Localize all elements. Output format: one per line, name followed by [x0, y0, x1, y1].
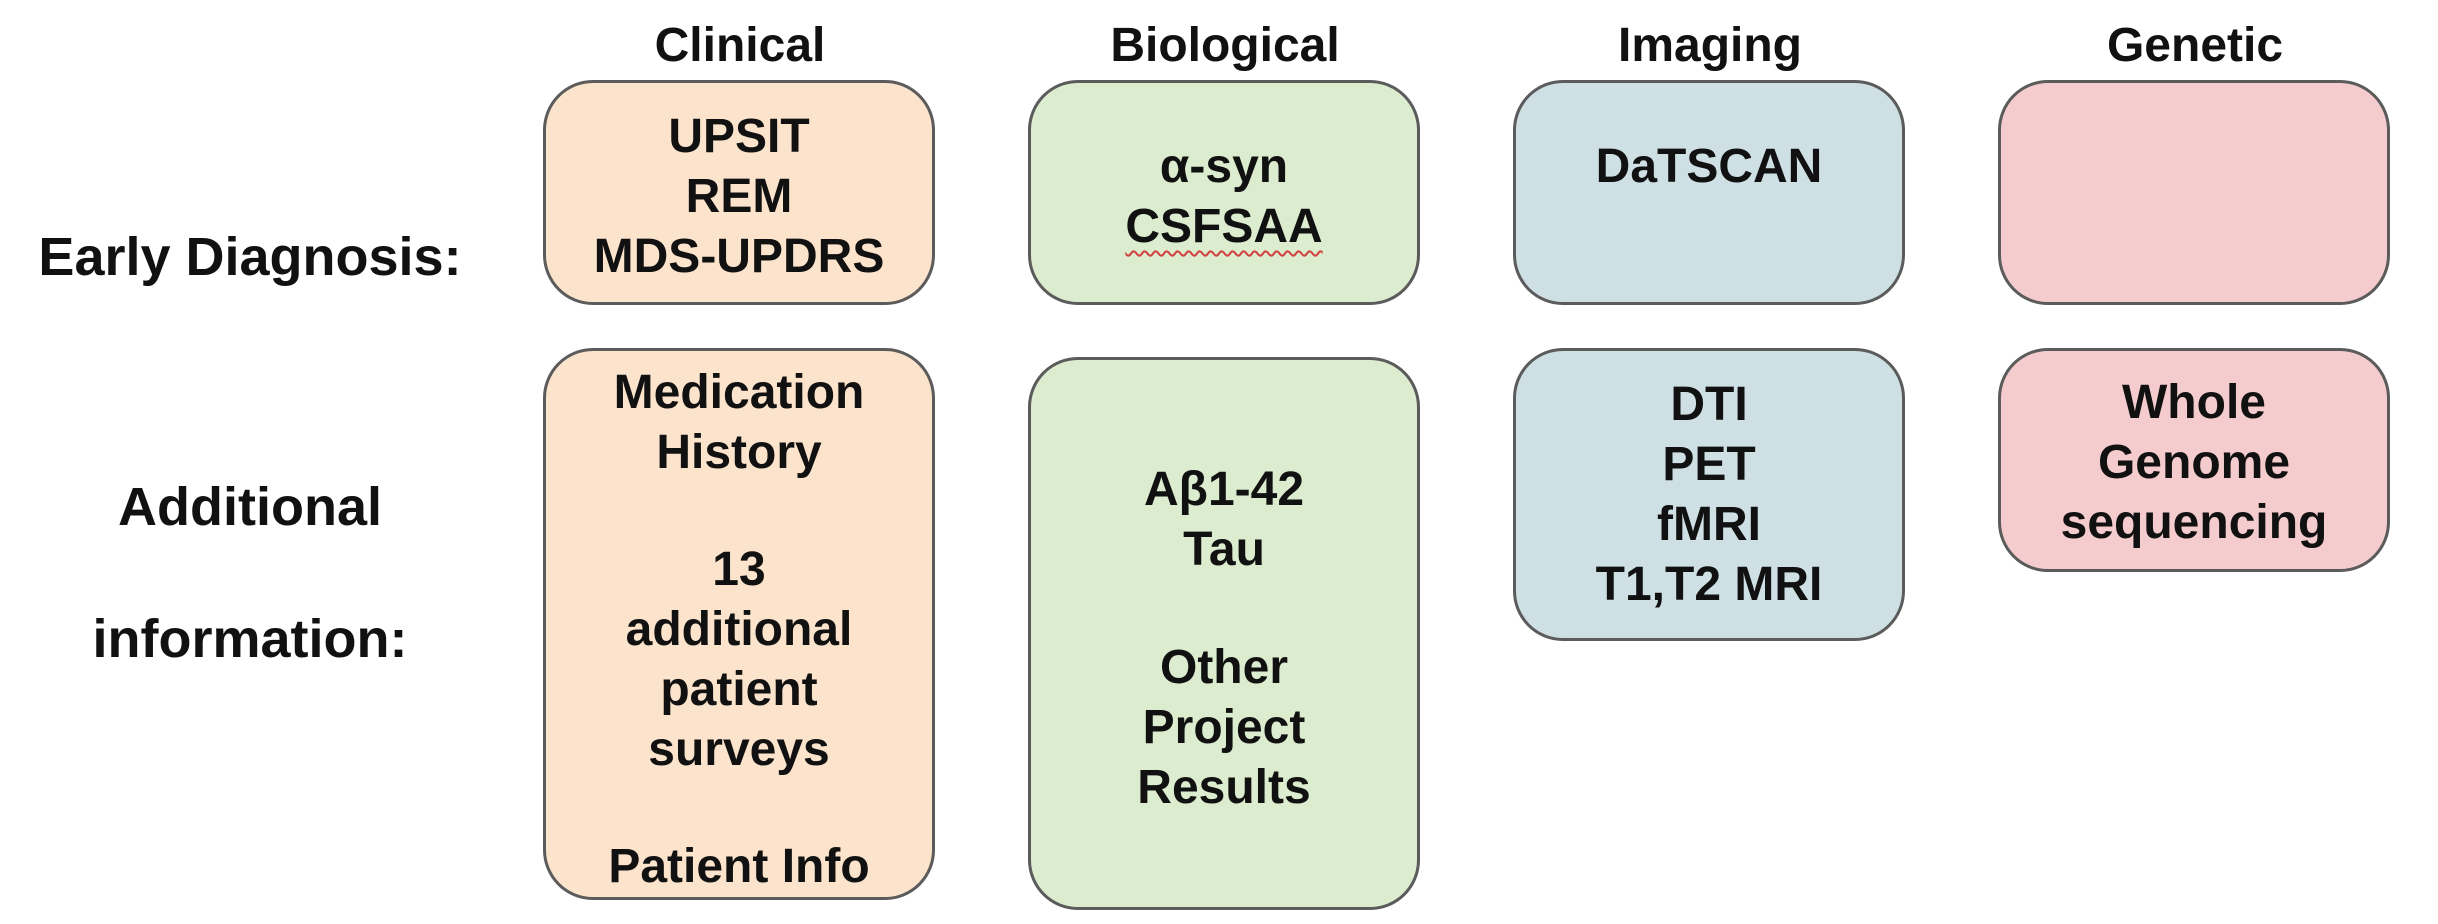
early-biological-item: α-syn	[1159, 140, 1289, 193]
early-biological-item: CSFSAA	[1125, 200, 1323, 253]
additional-genetic-item: Genome	[2097, 436, 2291, 489]
row-label-additional-line1: Additional	[118, 477, 382, 537]
row-label-additional-line2: information:	[92, 609, 408, 669]
additional-biological-box: Aβ1-42 Tau Other Project Results	[1028, 357, 1420, 910]
additional-imaging-item: DTI	[1670, 378, 1748, 431]
additional-clinical-box: Medication History 13 additional patient…	[543, 348, 935, 900]
additional-imaging-item: fMRI	[1657, 498, 1761, 551]
additional-biological-item: Other	[1159, 641, 1288, 694]
column-header-genetic: Genetic	[2106, 19, 2284, 72]
additional-clinical-item: Medication	[613, 366, 865, 419]
row-label-early-text: Early Diagnosis:	[38, 227, 462, 287]
early-imaging-item: DaTSCAN	[1595, 140, 1823, 193]
column-header-biological: Biological	[1110, 19, 1340, 72]
early-clinical-item: UPSIT	[668, 110, 810, 163]
early-clinical-item: MDS-UPDRS	[593, 230, 885, 283]
additional-biological-item: Results	[1137, 761, 1311, 814]
row-label-additional-information: Additional information:	[40, 408, 460, 738]
early-genetic-box	[1998, 80, 2390, 305]
column-header-imaging: Imaging	[1617, 19, 1802, 72]
row-label-early-diagnosis: Early Diagnosis:	[20, 158, 480, 290]
additional-clinical-item: additional	[625, 603, 853, 656]
additional-clinical-item: Patient Info	[608, 840, 870, 893]
additional-genetic-box: Whole Genome sequencing	[1998, 348, 2390, 572]
additional-biological-item: Tau	[1183, 523, 1265, 576]
additional-imaging-item: T1,T2 MRI	[1595, 558, 1823, 611]
early-clinical-item: REM	[685, 170, 793, 223]
early-biological-box: α-syn CSFSAA	[1028, 80, 1420, 305]
column-header-clinical: Clinical	[654, 19, 826, 72]
additional-biological-item: Aβ1-42	[1143, 463, 1305, 516]
additional-genetic-item: Whole	[2122, 376, 2266, 429]
early-clinical-box: UPSIT REM MDS-UPDRS	[543, 80, 935, 305]
additional-genetic-item: sequencing	[2060, 496, 2328, 549]
additional-clinical-item: History	[656, 426, 822, 479]
additional-clinical-item: patient	[660, 663, 818, 716]
additional-imaging-item: PET	[1662, 438, 1756, 491]
additional-clinical-item: 13	[712, 543, 766, 596]
additional-biological-item: Project	[1142, 701, 1306, 754]
additional-imaging-box: DTI PET fMRI T1,T2 MRI	[1513, 348, 1905, 641]
additional-clinical-item: surveys	[648, 723, 830, 776]
early-imaging-box: DaTSCAN	[1513, 80, 1905, 305]
